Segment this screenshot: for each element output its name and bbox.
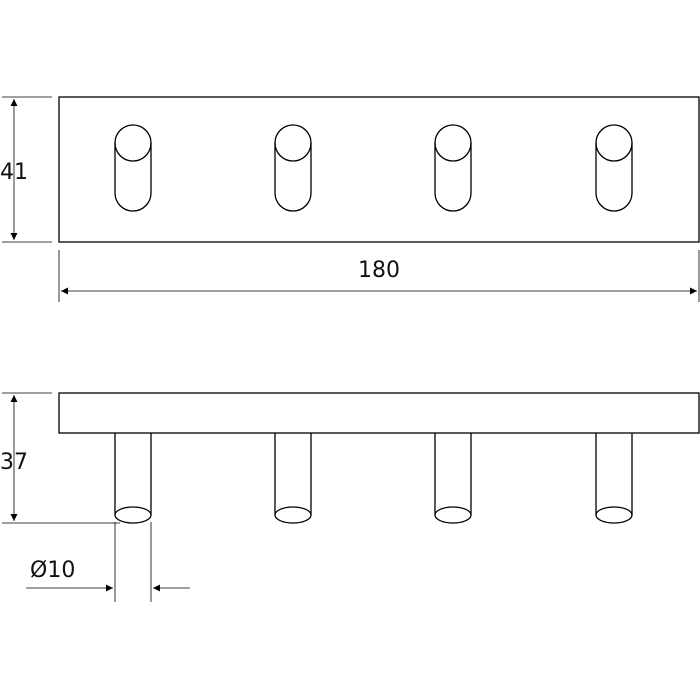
side-hook <box>274 433 312 524</box>
side-hook <box>434 433 472 524</box>
front-view <box>58 96 700 243</box>
front-view-plate <box>58 96 700 243</box>
front-hook-body <box>595 143 633 212</box>
front-hook-end <box>595 124 633 162</box>
side-view-plate <box>58 392 700 434</box>
side-hook <box>595 433 633 524</box>
side-view <box>58 392 700 524</box>
side-hook <box>114 433 152 524</box>
front-hook-body <box>114 143 152 212</box>
front-hook-body <box>434 143 472 212</box>
side-view-hooks <box>114 433 633 524</box>
front-hook <box>434 124 472 212</box>
side-hook-end <box>595 506 633 524</box>
dimension-label-height-side: 37 <box>0 450 28 475</box>
dimension-length <box>58 250 700 302</box>
dimension-diameter <box>26 522 190 602</box>
dimension-height-top <box>2 96 52 243</box>
dimension-height-side <box>2 392 120 524</box>
front-hook <box>595 124 633 212</box>
dimension-label-length: 180 <box>358 258 400 283</box>
side-hook-end <box>274 506 312 524</box>
front-hook-end <box>274 124 312 162</box>
side-hook-end <box>434 506 472 524</box>
dimension-label-height-top: 41 <box>0 160 28 185</box>
dimension-label-diameter: Ø10 <box>30 558 75 583</box>
front-hook-end <box>114 124 152 162</box>
front-view-hooks <box>114 124 633 212</box>
side-hook-end <box>114 506 152 524</box>
front-hook-end <box>434 124 472 162</box>
front-hook <box>274 124 312 212</box>
front-hook-body <box>274 143 312 212</box>
front-hook <box>114 124 152 212</box>
